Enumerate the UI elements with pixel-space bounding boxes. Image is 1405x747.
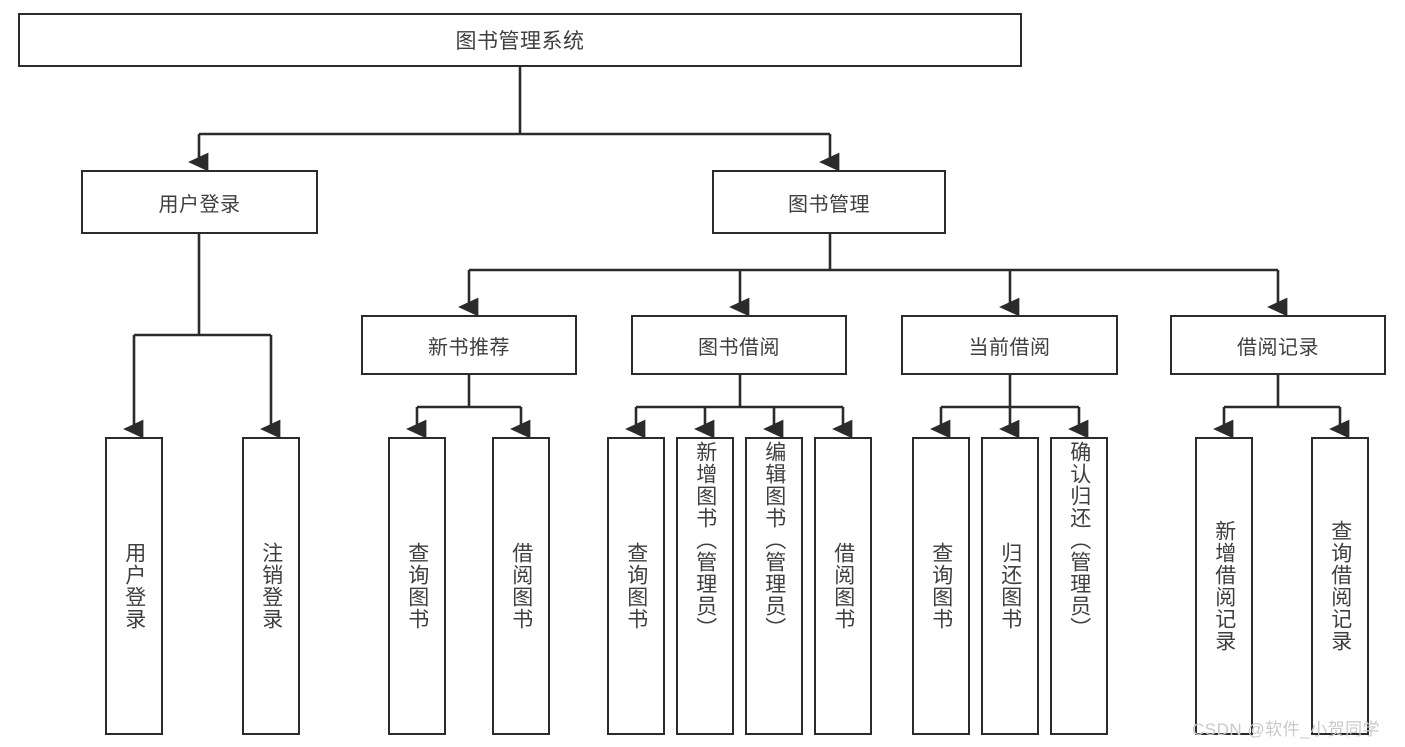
leaf-user-logout[interactable]: 注销登录	[242, 437, 300, 735]
node-label: 用户登录	[158, 193, 241, 216]
node-book-borrow[interactable]: 图书借阅	[631, 315, 847, 375]
leaf-query-book-borrow[interactable]: 查询图书	[607, 437, 665, 735]
node-label: 图书管理系统	[455, 30, 585, 53]
leaf-label: 编辑图书（管理员）	[762, 441, 786, 639]
node-user-login[interactable]: 用户登录	[81, 170, 318, 234]
leaf-edit-book-admin[interactable]: 编辑图书（管理员）	[745, 437, 803, 735]
leaf-label: 查询借阅记录	[1328, 520, 1352, 652]
node-current-borrow[interactable]: 当前借阅	[901, 315, 1118, 375]
leaf-borrow-book-recommend[interactable]: 借阅图书	[492, 437, 550, 735]
node-root-system[interactable]: 图书管理系统	[18, 13, 1022, 67]
leaf-query-book-current[interactable]: 查询图书	[912, 437, 970, 735]
csdn-watermark: CSDN @软件_小贺同学	[1192, 720, 1381, 739]
node-label: 借阅记录	[1237, 336, 1319, 359]
leaf-label: 归还图书	[998, 542, 1022, 630]
leaf-borrow-book[interactable]: 借阅图书	[814, 437, 872, 735]
node-book-management[interactable]: 图书管理	[712, 170, 946, 234]
leaf-label: 查询图书	[929, 542, 953, 630]
leaf-label: 新增借阅记录	[1212, 520, 1236, 652]
leaf-label: 新增图书（管理员）	[693, 441, 717, 639]
leaf-label: 查询图书	[624, 542, 648, 630]
leaf-label: 确认归还（管理员）	[1067, 441, 1091, 639]
leaf-add-borrow-record[interactable]: 新增借阅记录	[1195, 437, 1253, 735]
leaf-query-borrow-record[interactable]: 查询借阅记录	[1311, 437, 1369, 735]
leaf-user-login[interactable]: 用户登录	[105, 437, 163, 735]
node-label: 当前借阅	[968, 336, 1051, 359]
leaf-return-book[interactable]: 归还图书	[981, 437, 1039, 735]
node-label: 图书借阅	[698, 336, 780, 359]
leaf-label: 借阅图书	[831, 542, 855, 630]
node-new-book-recommend[interactable]: 新书推荐	[361, 315, 577, 375]
leaf-add-book-admin[interactable]: 新增图书（管理员）	[676, 437, 734, 735]
node-label: 图书管理	[788, 193, 870, 216]
leaf-label: 借阅图书	[509, 542, 533, 630]
node-label: 新书推荐	[428, 336, 510, 359]
node-borrow-record[interactable]: 借阅记录	[1170, 315, 1386, 375]
leaf-label: 用户登录	[122, 542, 146, 630]
leaf-confirm-return-admin[interactable]: 确认归还（管理员）	[1050, 437, 1108, 735]
leaf-query-book-recommend[interactable]: 查询图书	[388, 437, 446, 735]
leaf-label: 查询图书	[405, 542, 429, 630]
leaf-label: 注销登录	[259, 542, 283, 630]
